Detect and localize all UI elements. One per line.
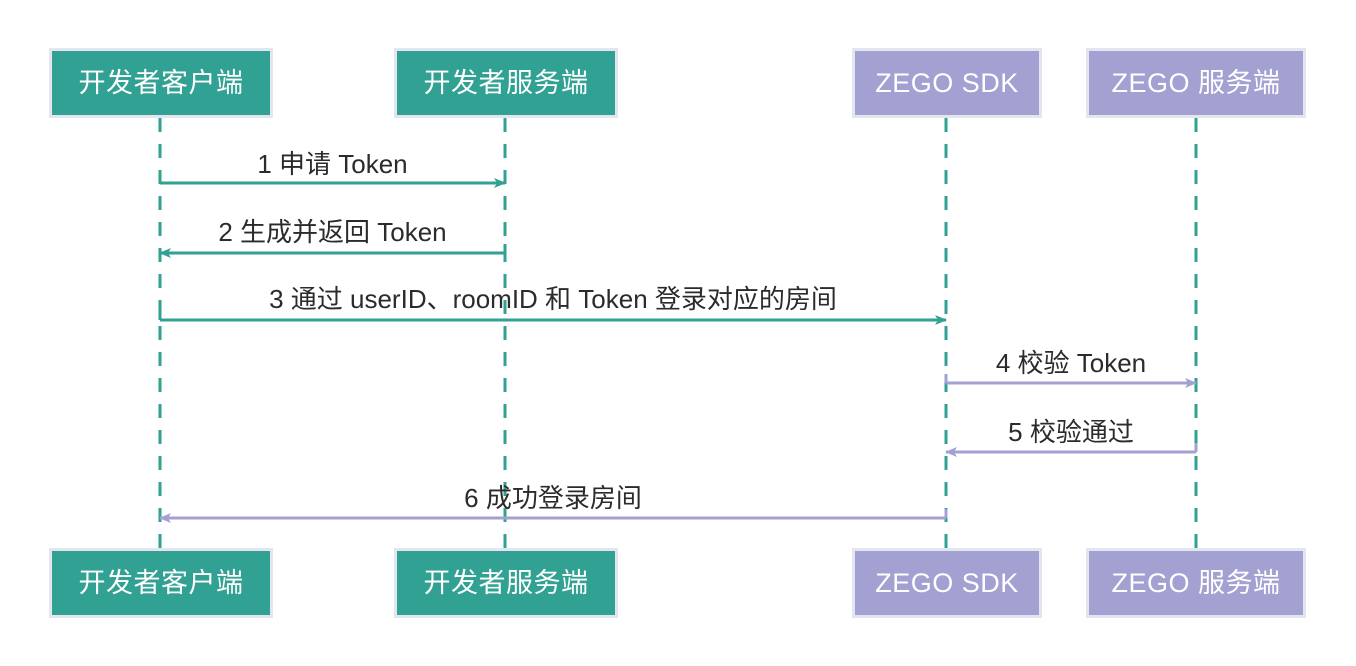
participant-dev-server-bottom[interactable]: 开发者服务端	[394, 548, 618, 618]
participant-label: ZEGO 服务端	[1111, 67, 1281, 98]
participant-dev-client-bottom[interactable]: 开发者客户端	[49, 548, 273, 618]
participant-label: 开发者服务端	[423, 567, 589, 598]
participant-dev-client-top[interactable]: 开发者客户端	[49, 48, 273, 118]
message-label-5: 5 校验通过	[1008, 417, 1134, 447]
participant-label: ZEGO 服务端	[1111, 567, 1281, 598]
participant-dev-server-top[interactable]: 开发者服务端	[394, 48, 618, 118]
participant-zego-sdk-bottom[interactable]: ZEGO SDK	[852, 548, 1042, 618]
participant-label: ZEGO SDK	[875, 567, 1019, 598]
participant-label: 开发者客户端	[78, 67, 244, 98]
message-label-6: 6 成功登录房间	[464, 483, 642, 513]
participant-zego-server-top[interactable]: ZEGO 服务端	[1086, 48, 1306, 118]
participant-label: 开发者服务端	[423, 67, 589, 98]
participant-label: 开发者客户端	[78, 567, 244, 598]
message-label-1: 1 申请 Token	[257, 149, 408, 179]
message-label-2: 2 生成并返回 Token	[218, 217, 447, 247]
participant-zego-server-bottom[interactable]: ZEGO 服务端	[1086, 548, 1306, 618]
message-arrows-group	[158, 174, 1198, 523]
participant-zego-sdk-top[interactable]: ZEGO SDK	[852, 48, 1042, 118]
participant-label: ZEGO SDK	[875, 67, 1019, 98]
message-label-4: 4 校验 Token	[995, 348, 1147, 378]
message-label-3: 3 通过 userID、roomID 和 Token 登录对应的房间	[269, 284, 837, 314]
lifelines-group	[158, 118, 1198, 548]
